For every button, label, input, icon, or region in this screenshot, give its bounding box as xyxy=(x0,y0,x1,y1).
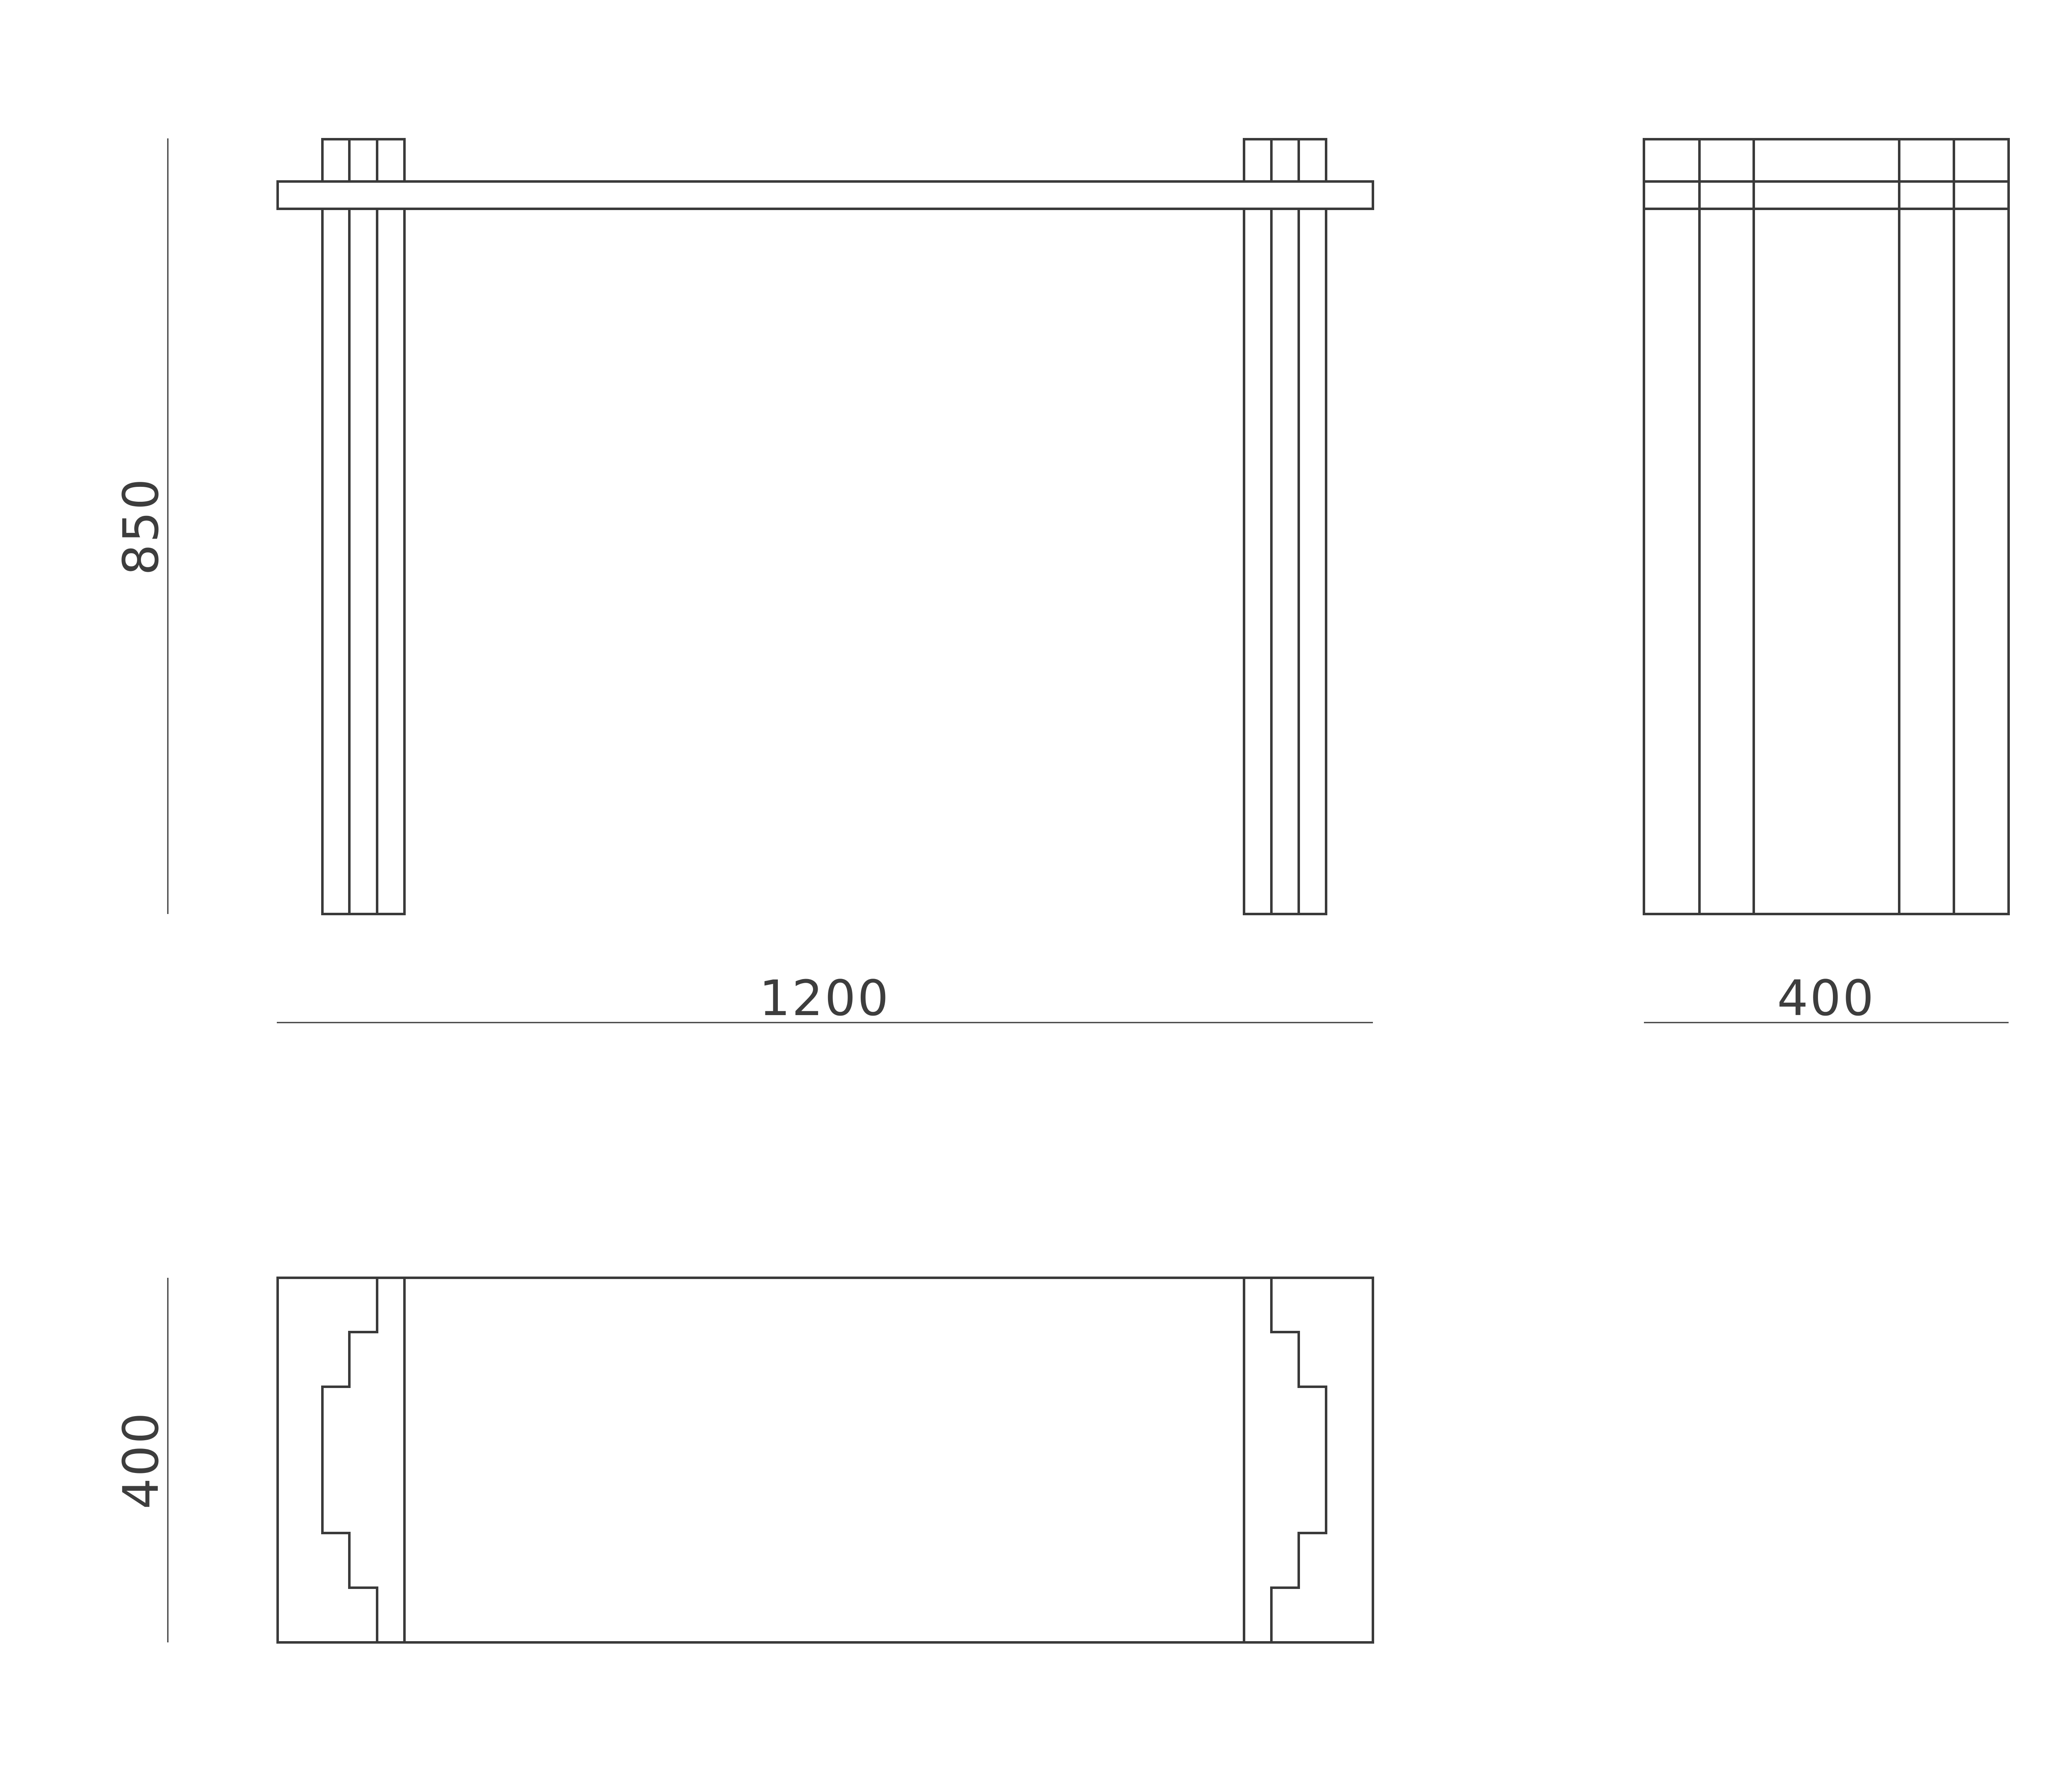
side-outline xyxy=(1643,138,2010,915)
front-left-leg-top xyxy=(321,138,406,183)
height-dimension-label: 850 xyxy=(112,477,169,575)
plan-right-base xyxy=(1270,1278,1327,1642)
front-right-leg xyxy=(1243,138,1327,915)
side-elevation: 400 xyxy=(1643,138,2010,1027)
plan-left-base xyxy=(321,1278,378,1642)
plan-outline xyxy=(276,1277,1374,1644)
width-dimension-label: 1200 xyxy=(759,970,890,1027)
front-elevation: 850 1200 xyxy=(112,138,1374,1027)
plan-view: 400 xyxy=(112,1277,1374,1644)
front-left-leg-body xyxy=(321,208,406,915)
front-right-leg-body xyxy=(1243,208,1327,915)
front-left-leg xyxy=(321,138,406,915)
front-tabletop xyxy=(276,180,1374,210)
plan-depth-dimension-label: 400 xyxy=(112,1411,169,1509)
front-right-leg-top xyxy=(1243,138,1327,183)
side-depth-dimension-label: 400 xyxy=(1777,970,1875,1027)
